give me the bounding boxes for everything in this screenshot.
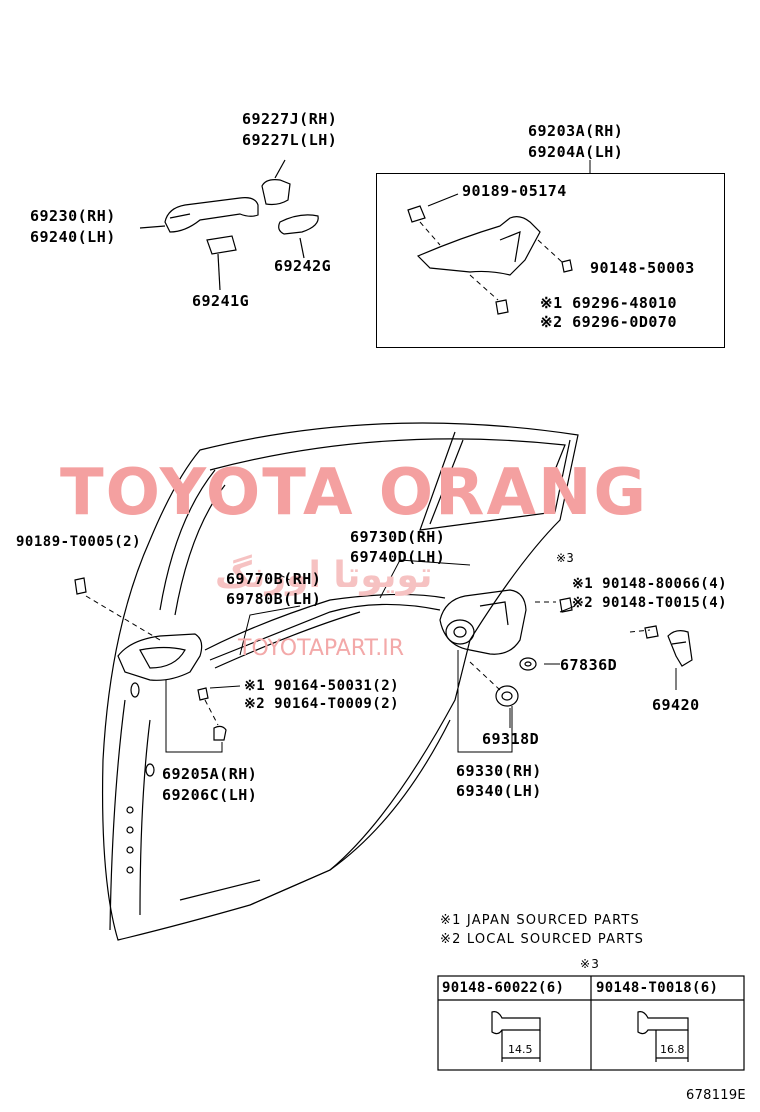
table-col2-part: 90148-T0018(6)	[596, 980, 719, 996]
label-grommet-67836d: 67836D	[560, 656, 618, 674]
label-pad-69241g: 69241G	[192, 292, 250, 310]
label-note3: ※3	[556, 551, 575, 565]
label-cable-outside-lh: 69740D(LH)	[350, 548, 446, 566]
label-lock-lh: 69340(LH)	[456, 782, 542, 800]
table-col1-part: 90148-60022(6)	[442, 980, 565, 996]
watermark-persian: تویوتا اورنگ	[215, 555, 433, 596]
label-outside-handle-rh: 69230(RH)	[30, 207, 116, 225]
label-lock-rh: 69330(RH)	[456, 762, 542, 780]
diagram-id: 678119E	[686, 1088, 746, 1103]
label-striker-69420: 69420	[652, 696, 700, 714]
watermark-main: TOYOTA ORANG	[60, 456, 649, 530]
label-outside-handle-lh: 69240(LH)	[30, 228, 116, 246]
label-cable-outside-rh: 69730D(RH)	[350, 528, 446, 546]
label-pad-69242g: 69242G	[274, 257, 332, 275]
frame-assembly-box	[376, 173, 725, 348]
label-screw-69296-0d070: ※2 69296-0D070	[540, 313, 677, 331]
label-inside-handle-lh: 69206C(LH)	[162, 786, 258, 804]
label-handle-cover-lh: 69227L(LH)	[242, 131, 338, 149]
inside-handle-shape	[117, 633, 203, 681]
label-seal-69318d: 69318D	[482, 730, 540, 748]
door-outline	[101, 422, 579, 941]
label-screw-90148-t0015: ※2 90148-T0015(4)	[572, 595, 728, 611]
label-clip-90189-t0005: 90189-T0005(2)	[16, 534, 142, 550]
door-lock-shape	[439, 589, 527, 655]
label-screw-90164-t0009: ※2 90164-T0009(2)	[244, 696, 400, 712]
label-cable-inside-lh: 69780B(LH)	[226, 590, 322, 608]
label-cable-inside-rh: 69770B(RH)	[226, 570, 322, 588]
table-col2-dim: 16.8	[660, 1043, 685, 1056]
label-inside-handle-rh: 69205A(RH)	[162, 765, 258, 783]
label-frame-rh: 69203A(RH)	[528, 122, 624, 140]
label-screw-69296-48010: ※1 69296-48010	[540, 294, 677, 312]
label-bolt-90148-50003: 90148-50003	[590, 259, 695, 277]
watermark-site: TOYOTAPART.IR	[238, 636, 405, 661]
table-col1-dim: 14.5	[508, 1043, 533, 1056]
table-title: ※3	[580, 957, 601, 971]
label-clip-90189-05174: 90189-05174	[462, 182, 567, 200]
outside-handle-shape	[164, 197, 259, 233]
label-screw-90148-80066: ※1 90148-80066(4)	[572, 576, 728, 592]
label-handle-cover-rh: 69227J(RH)	[242, 110, 338, 128]
label-frame-lh: 69204A(LH)	[528, 143, 624, 161]
legend-local-sourced: ※2 LOCAL SOURCED PARTS	[440, 932, 645, 947]
label-screw-90164-50031: ※1 90164-50031(2)	[244, 678, 400, 694]
legend-japan-sourced: ※1 JAPAN SOURCED PARTS	[440, 913, 640, 928]
